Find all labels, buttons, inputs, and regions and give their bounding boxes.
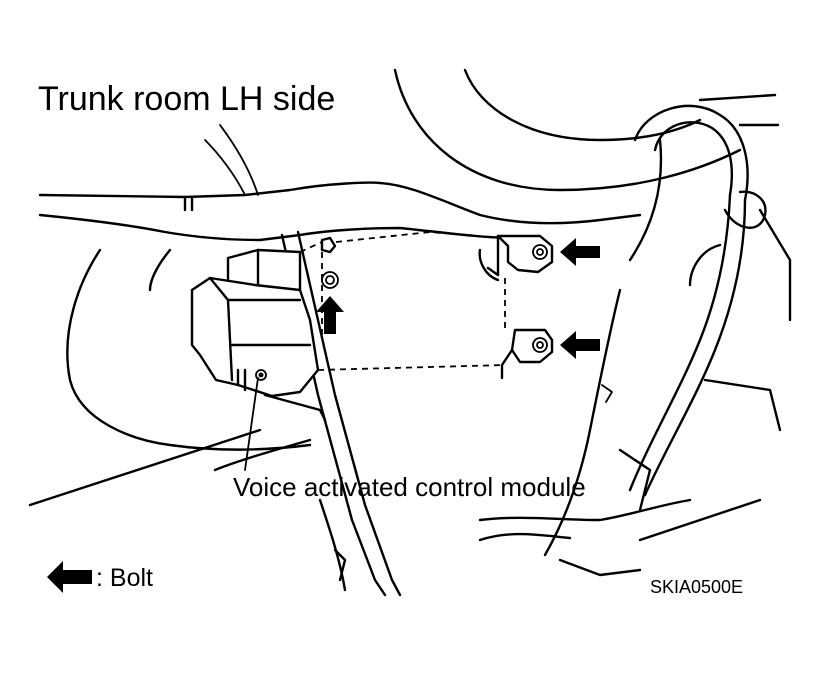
floor-structure [318, 138, 782, 592]
lower-bracket [500, 328, 554, 380]
module-callout-label: Voice activated control module [233, 472, 586, 502]
voice-control-module [190, 248, 327, 422]
upper-body-structure [204, 68, 792, 322]
installation-guide-lines [299, 231, 506, 371]
figure-code: SKIA0500E [650, 577, 743, 597]
upper-bolt [320, 236, 339, 289]
hose-loop [628, 104, 767, 497]
bolt-arrow-icons [316, 238, 600, 359]
bolt-arrow-icon [560, 331, 600, 359]
legend: : Bolt [47, 561, 153, 593]
bolt-legend-arrow-icon [47, 561, 92, 593]
upper-bracket [478, 234, 554, 282]
legend-label: : Bolt [96, 564, 153, 592]
bolt-arrow-icon [560, 238, 600, 266]
callout-leader-line [244, 377, 259, 471]
diagram-title: Trunk room LH side [38, 80, 335, 118]
bolt-arrow-icon [316, 296, 344, 334]
